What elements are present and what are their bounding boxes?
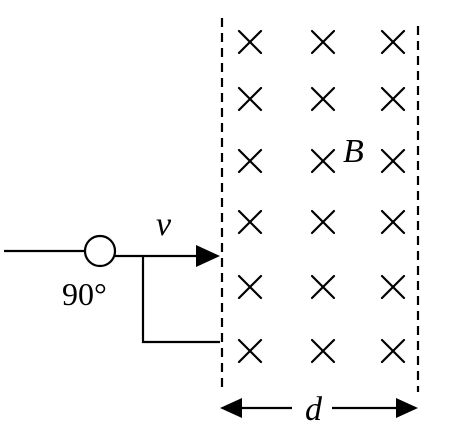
field-cross-marker [237,29,263,55]
field-cross-marker [380,338,406,364]
field-cross-marker [380,209,406,235]
field-cross-marker [310,274,336,300]
velocity-arrow-head [196,245,220,267]
field-cross-marker [237,274,263,300]
field-cross-marker [237,338,263,364]
field-label: B [343,133,364,170]
field-cross-marker [310,86,336,112]
charged-particle [83,234,117,268]
field-cross-marker [380,274,406,300]
field-cross-marker [380,148,406,174]
field-cross-marker [380,86,406,112]
field-cross-marker [310,338,336,364]
right-angle-bracket [141,256,220,344]
field-cross-marker [237,86,263,112]
width-arrow-left-head [220,398,242,418]
field-cross-marker [310,29,336,55]
field-cross-marker [380,29,406,55]
velocity-label: v [156,206,172,243]
angle-label: 90° [62,276,107,312]
field-cross-markers [237,29,406,364]
width-arrow-right-head [396,398,418,418]
field-cross-marker [237,148,263,174]
field-cross-marker [237,209,263,235]
field-cross-marker [310,148,336,174]
field-cross-marker [310,209,336,235]
width-label: d [305,391,323,428]
